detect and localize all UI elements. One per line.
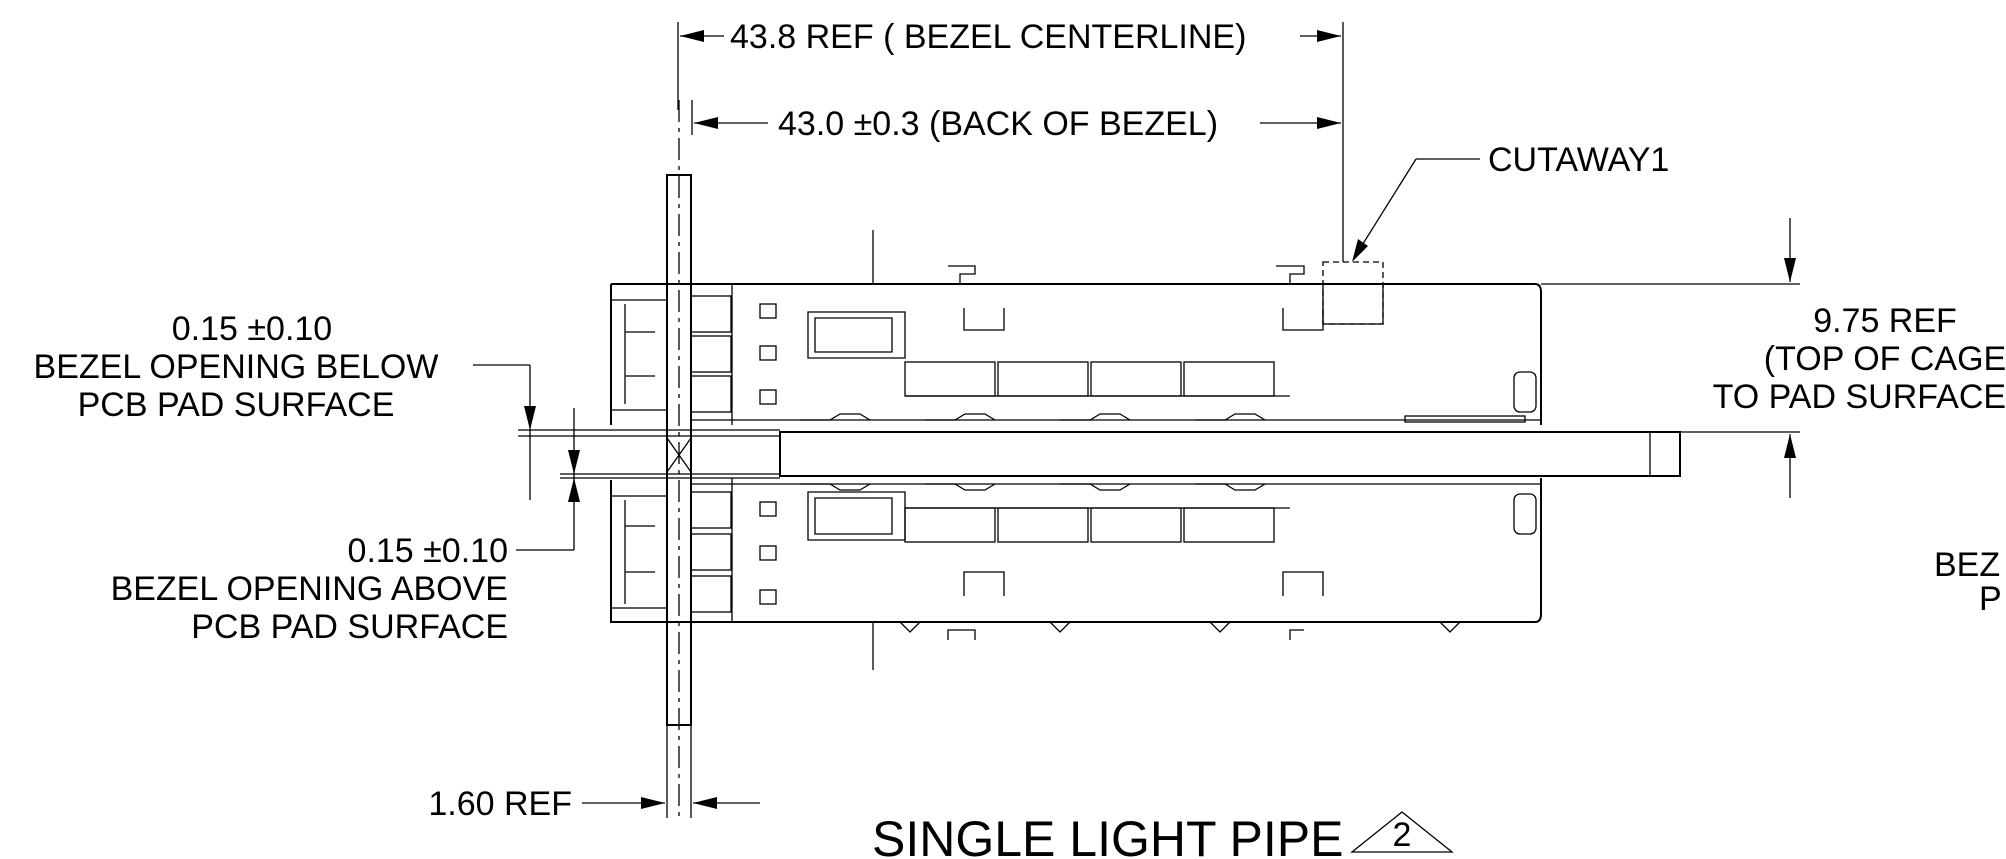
opening-above-line2: BEZEL OPENING ABOVE	[111, 570, 508, 608]
view-title: SINGLE LIGHT PIPE 2	[872, 811, 1454, 859]
cage-height-dimension: 9.75 REF (TOP OF CAGE TO PAD SURFACE)	[1713, 218, 2006, 498]
lower-cage	[610, 478, 1542, 670]
revision-triangle	[1350, 811, 1454, 853]
bezel-centerline-label: 43.8 REF ( BEZEL CENTERLINE)	[730, 18, 1246, 56]
back-of-bezel-dimension: 43.0 ±0.3 (BACK OF BEZEL)	[691, 100, 1341, 143]
opening-below-line3: PCB PAD SURFACE	[78, 386, 395, 424]
opening-above-line3: PCB PAD SURFACE	[191, 608, 508, 646]
view-title-text: SINGLE LIGHT PIPE	[872, 811, 1343, 859]
clipped-callout-line2: P	[1979, 580, 2002, 618]
upper-cage	[610, 230, 1542, 425]
cage-height-line1: 9.75 REF	[1813, 302, 1957, 340]
cutaway-label: CUTAWAY1	[1488, 141, 1669, 179]
opening-below-line2: BEZEL OPENING BELOW	[34, 348, 439, 386]
clipped-callout-line1: BEZ	[1934, 546, 2000, 584]
bezel-thickness-dimension: 1.60 REF	[428, 726, 760, 823]
cage-height-line3: TO PAD SURFACE)	[1713, 378, 2006, 416]
pcb	[518, 283, 1800, 479]
cutaway-callout: CUTAWAY1	[1322, 141, 1669, 325]
opening-above-line1: 0.15 ±0.10	[348, 532, 508, 570]
back-of-bezel-label: 43.0 ±0.3 (BACK OF BEZEL)	[778, 105, 1218, 143]
opening-below-line1: 0.15 ±0.10	[172, 310, 332, 348]
bezel-plate	[666, 100, 692, 820]
revision-marker: 2	[1393, 816, 1412, 854]
opening-above-callout: 0.15 ±0.10 BEZEL OPENING ABOVE PCB PAD S…	[111, 408, 580, 646]
opening-below-callout: 0.15 ±0.10 BEZEL OPENING BELOW PCB PAD S…	[34, 310, 536, 500]
bezel-centerline-dimension: 43.8 REF ( BEZEL CENTERLINE)	[677, 18, 1344, 262]
cage-height-line2: (TOP OF CAGE	[1764, 340, 2006, 378]
bezel-thickness-label: 1.60 REF	[428, 785, 572, 823]
